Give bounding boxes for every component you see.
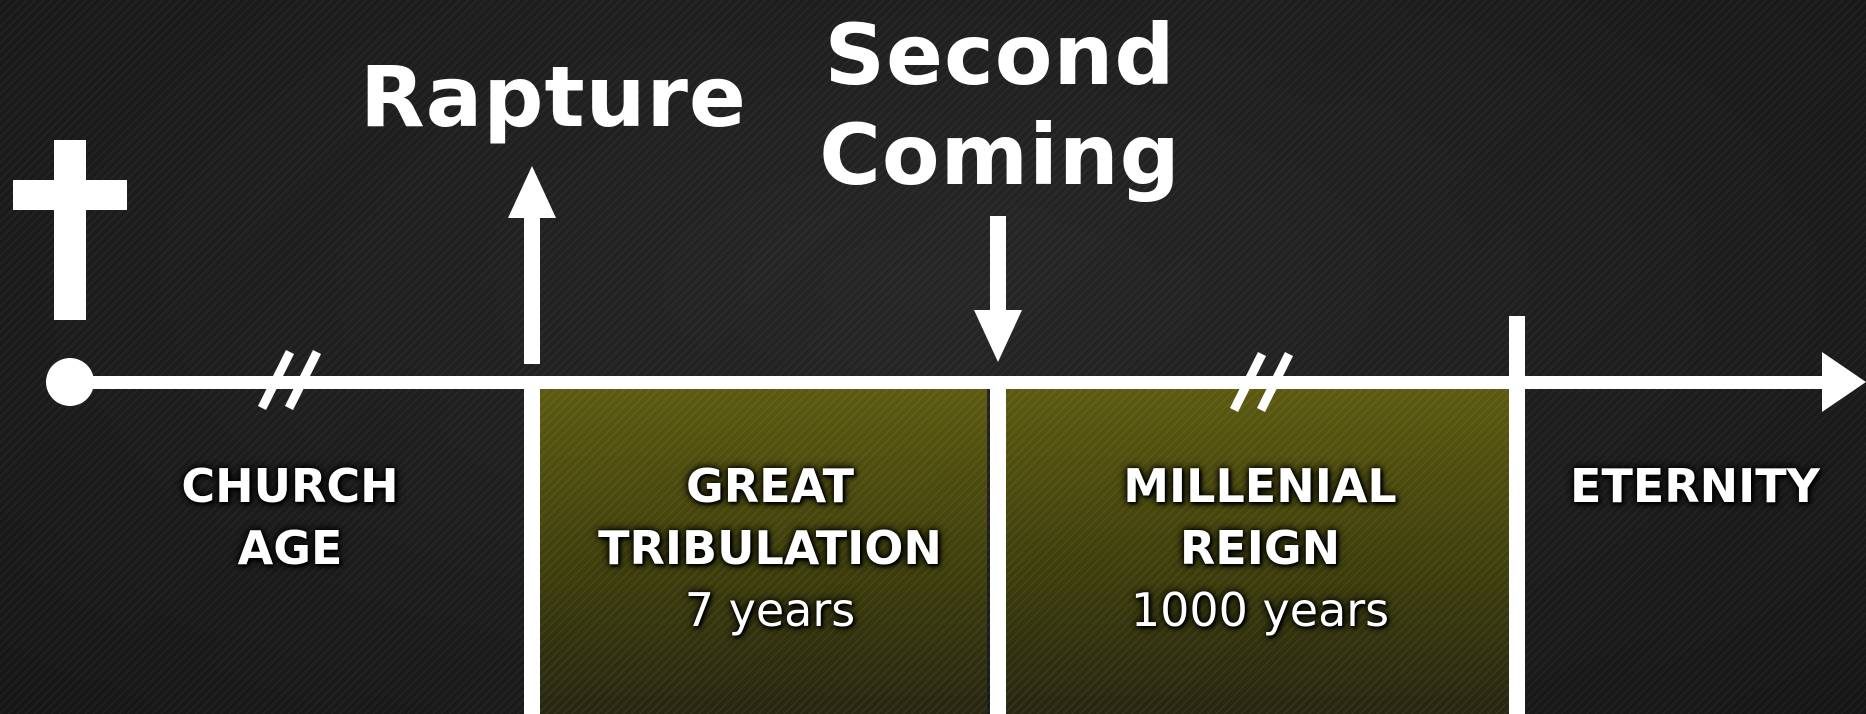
tribulation-duration: 7 years: [684, 583, 856, 637]
eternity-label: ETERNITY: [1530, 455, 1860, 517]
second-coming-line1: Second: [824, 6, 1176, 104]
millennium-line2: REIGN: [1179, 521, 1341, 575]
millennium-line1: MILLENIAL: [1123, 459, 1397, 513]
tribulation-line1: GREAT: [685, 459, 854, 513]
rapture-text: Rapture: [360, 48, 747, 146]
church-age-label: CHURCH AGE: [150, 455, 430, 579]
church-age-line2: AGE: [237, 521, 343, 575]
millennium-label: MILLENIAL REIGN 1000 years: [1040, 455, 1480, 641]
time-break-mark: [257, 349, 322, 411]
millennium-panel: [1006, 388, 1509, 714]
tribulation-line2: TRIBULATION: [598, 521, 942, 575]
second-coming-label: Second Coming: [810, 5, 1190, 205]
rapture-label: Rapture: [360, 55, 746, 139]
tribulation-label: GREAT TRIBULATION 7 years: [560, 455, 980, 641]
divider-second-coming: [990, 376, 1006, 714]
divider-rapture: [524, 376, 540, 714]
time-break-mark: [1229, 351, 1294, 413]
arrow-up-icon: [508, 166, 556, 364]
divider-eternity: [1509, 316, 1525, 714]
timeline-axis: [70, 376, 1830, 389]
church-age-line1: CHURCH: [181, 459, 399, 513]
arrow-down-icon: [974, 216, 1022, 362]
cross-icon: [13, 140, 127, 320]
millennium-duration: 1000 years: [1130, 583, 1390, 637]
tribulation-panel: [540, 388, 987, 714]
eternity-line1: ETERNITY: [1570, 459, 1820, 513]
second-coming-line2: Coming: [819, 106, 1181, 204]
arrow-right-icon: [1822, 352, 1866, 412]
